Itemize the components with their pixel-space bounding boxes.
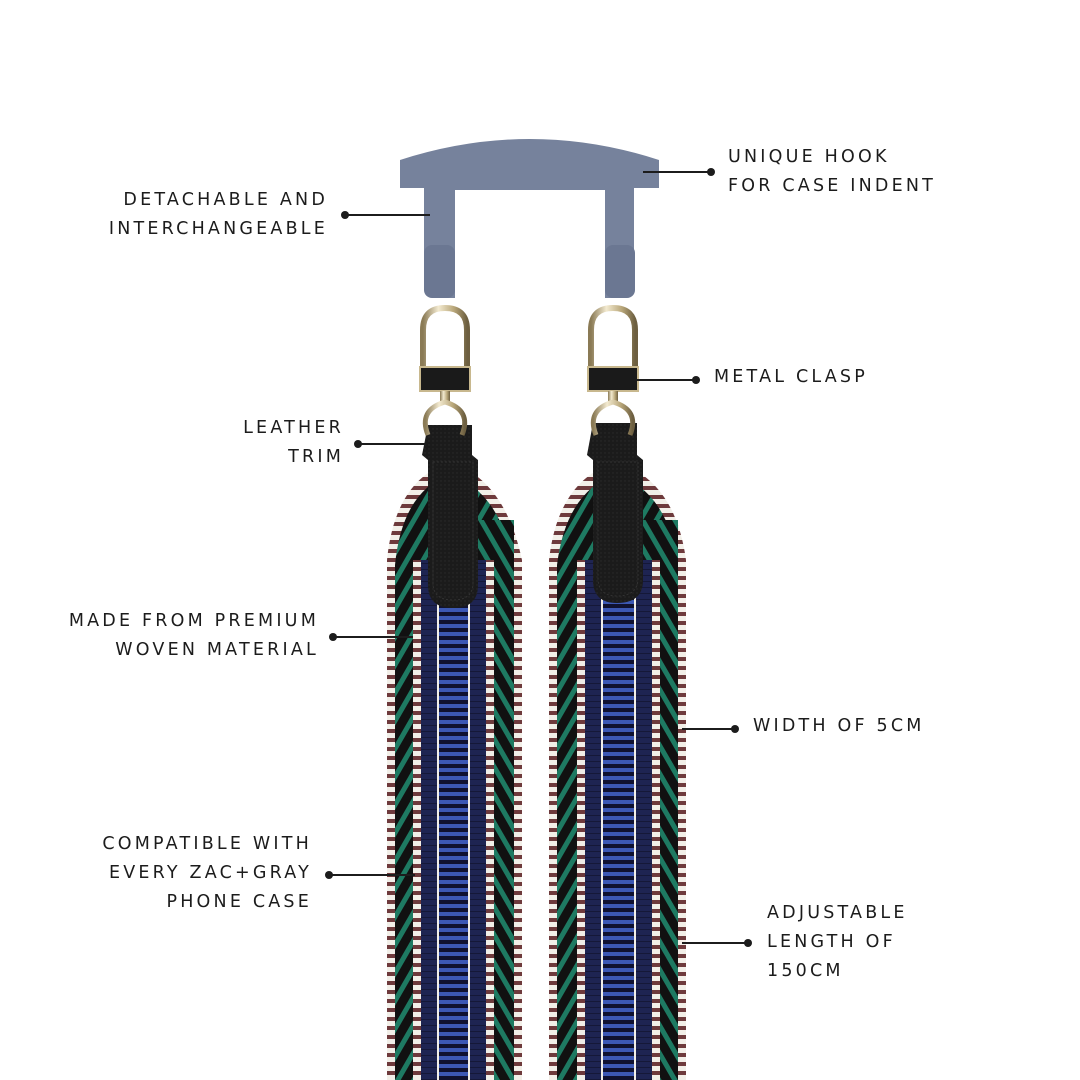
leader-dot [707,168,715,176]
leader-line [682,728,735,730]
callout-woven-material: MADE FROM PREMIUM WOVEN MATERIAL [60,607,319,665]
callout-metal-clasp: METAL CLASP [714,363,868,392]
leather-trim-icon [422,423,643,608]
callout-line: LEATHER [243,418,344,438]
callout-line: WOVEN MATERIAL [115,640,319,660]
callout-unique-hook: UNIQUE HOOK FOR CASE INDENT [728,143,936,201]
leader-line [329,874,415,876]
leader-dot [731,725,739,733]
callout-width: WIDTH OF 5CM [753,712,925,741]
callout-line: METAL CLASP [714,367,868,387]
leader-line [345,214,430,216]
callout-line: PHONE CASE [166,892,312,912]
metal-clasp-icon [419,304,639,436]
callout-line: INTERCHANGEABLE [108,219,328,239]
callout-leather-trim: LEATHER TRIM [200,414,344,472]
callout-line: 150CM [767,961,844,981]
callout-line: EVERY ZAC+GRAY [108,863,312,883]
leader-line [682,942,748,944]
callout-line: WIDTH OF 5CM [753,716,925,736]
callout-line: UNIQUE HOOK [728,147,890,167]
leader-line [358,443,426,445]
right-strap [549,462,686,1080]
leader-line [333,636,413,638]
hook-icon [400,139,659,298]
callout-line: DETACHABLE AND [123,190,328,210]
callout-length: ADJUSTABLE LENGTH OF 150CM [767,899,908,986]
callout-line: TRIM [288,447,344,467]
left-strap [387,462,522,1080]
leader-line [643,171,711,173]
leader-dot [744,939,752,947]
leader-dot [692,376,700,384]
callout-line: ADJUSTABLE [767,903,908,923]
leader-line [636,379,696,381]
callout-detachable: DETACHABLE AND INTERCHANGEABLE [100,186,328,244]
callout-line: LENGTH OF [767,932,896,952]
callout-line: FOR CASE INDENT [728,176,937,196]
callout-compatible: COMPATIBLE WITH EVERY ZAC+GRAY PHONE CAS… [60,830,312,917]
callout-line: COMPATIBLE WITH [102,834,312,854]
callout-line: MADE FROM PREMIUM [68,611,319,631]
